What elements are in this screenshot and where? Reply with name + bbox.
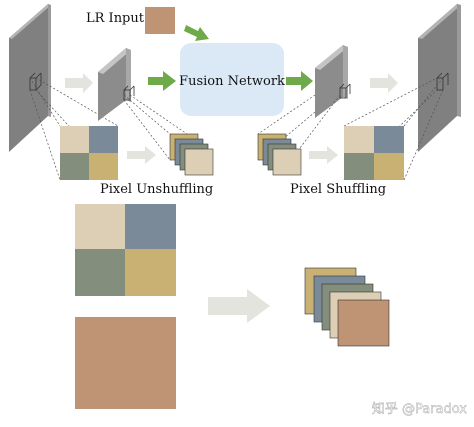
shuffle-grid (344, 126, 404, 180)
unshuffled-channel-stack (169, 133, 214, 176)
green-arrow-to-fusion (148, 71, 176, 91)
lr-input-label: LR Input (86, 11, 145, 26)
output-patch-icon (436, 72, 449, 91)
fusion-network-box (180, 43, 284, 116)
downsampled-feature-volume (98, 48, 135, 121)
fused-feature-volume (315, 45, 351, 118)
large-lr-swatch (75, 317, 176, 409)
pixel-unshuffling-label: Pixel Unshuffling (100, 182, 213, 197)
projection-lines-shuffle-in (257, 94, 341, 161)
gray-arrow-unshuffle (127, 146, 156, 164)
unshuffle-grid (60, 126, 118, 180)
large-gray-arrow (208, 289, 270, 323)
large-channel-stack (304, 267, 390, 347)
volume-3-patch-icon (339, 83, 351, 99)
green-arrow-lr-to-fusion (184, 25, 209, 41)
gray-arrow-to-volume-2 (65, 73, 93, 93)
projection-lines-to-stack (123, 94, 188, 161)
fusion-network-label: Fusion Network (179, 74, 285, 89)
green-arrow-from-fusion (286, 71, 313, 91)
gray-arrow-shuffle (309, 146, 338, 164)
output-feature-volume (418, 4, 461, 152)
large-2x2-grid (75, 204, 176, 296)
watermark: 知乎 @Paradox (372, 401, 467, 417)
input-feature-volume (9, 4, 51, 152)
lr-input-swatch (145, 7, 175, 34)
shuffle-channel-stack (257, 133, 302, 176)
gray-arrow-to-output (370, 73, 398, 93)
pixel-shuffling-label: Pixel Shuffling (290, 182, 386, 197)
